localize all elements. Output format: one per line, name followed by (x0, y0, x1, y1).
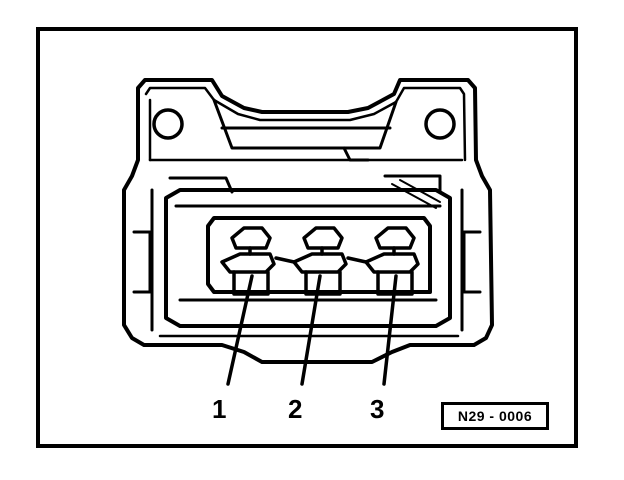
pin-2-terminal (274, 226, 348, 296)
mounting-hole-right (424, 108, 456, 140)
illustration-frame (36, 27, 578, 448)
shoulder-tabs (132, 174, 482, 332)
leader-lines (226, 274, 398, 386)
pin-cavity-window (206, 216, 432, 294)
mounting-hole-left (152, 108, 184, 140)
reference-code: N29 - 0006 (457, 408, 533, 424)
reference-code-box: N29 - 0006 (441, 402, 549, 430)
pin-1-terminal (220, 226, 276, 296)
pin-3-terminal (346, 226, 420, 296)
pin-label-1: 1 (212, 394, 227, 424)
pin-label-3: 3 (370, 394, 385, 424)
pin-label-2: 2 (288, 394, 303, 424)
socket-body (158, 179, 460, 338)
latch-bridge (148, 98, 464, 162)
connector-housing (122, 78, 494, 364)
